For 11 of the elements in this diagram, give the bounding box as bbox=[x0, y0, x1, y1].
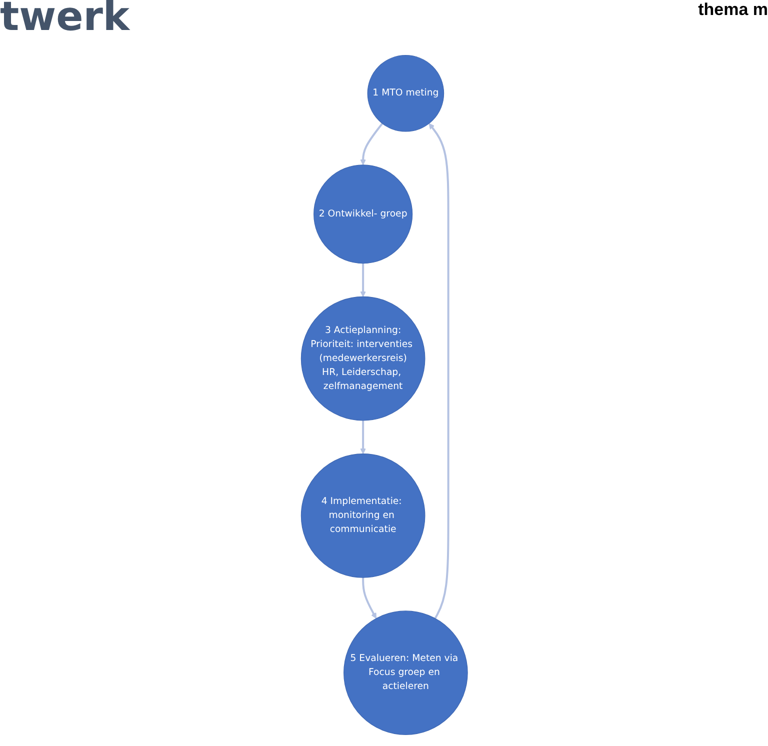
arrow bbox=[360, 263, 366, 297]
arrow bbox=[360, 122, 383, 166]
arrow bbox=[428, 123, 449, 619]
node-circle: 1 MTO meting bbox=[366, 55, 444, 132]
node-circle: 4 Implementatie: monitoring en communicatie bbox=[300, 454, 425, 578]
arrow bbox=[360, 420, 366, 454]
node-circle: 3 Actieplanning: Prioriteit: interventies (medewerkersreis) HR, Leiderschap, zelfmanagement bbox=[300, 296, 425, 421]
note-text: thema m bbox=[698, 0, 768, 20]
node-circle: 2 Ontwikkel- groep bbox=[313, 164, 412, 264]
node-circle: 5 Evalueren: Meten via Focus groep en actieleren bbox=[343, 610, 468, 735]
arrow bbox=[362, 578, 376, 619]
